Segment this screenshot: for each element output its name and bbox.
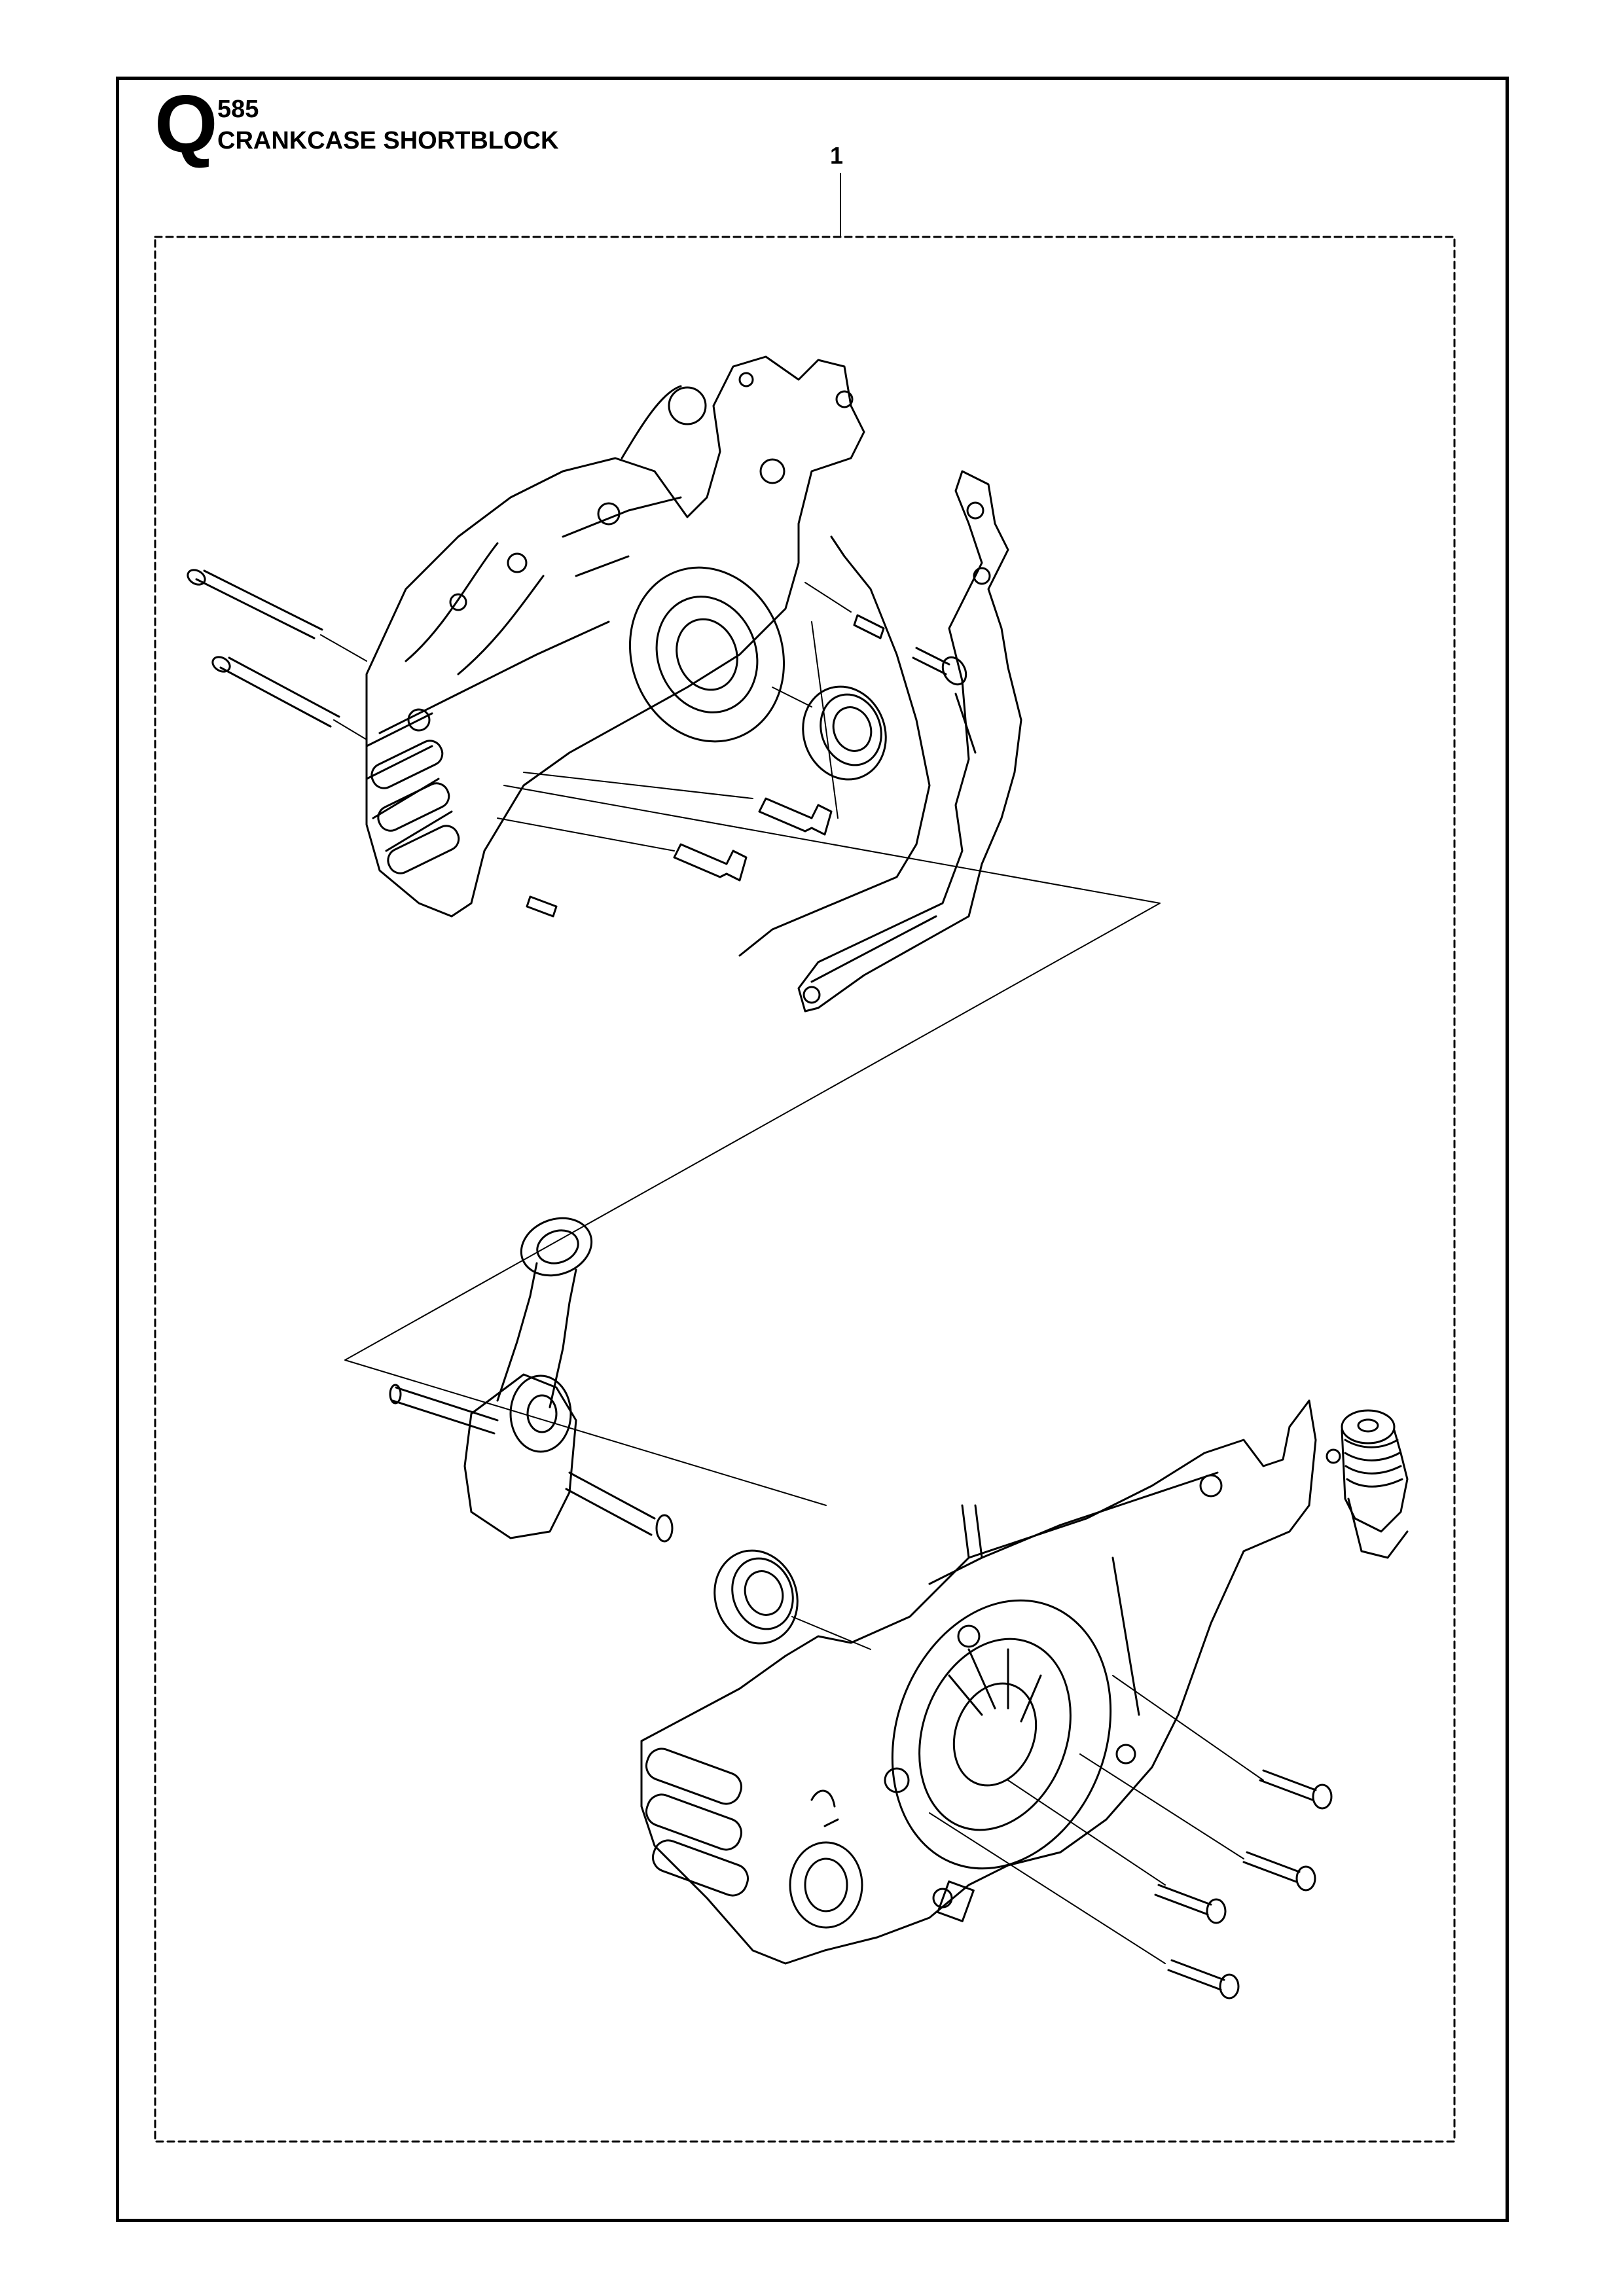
screw-icon <box>497 772 833 918</box>
screw-icon <box>929 1675 1333 2000</box>
oil-pump-icon <box>1326 1409 1409 1559</box>
callout-label: 1 <box>830 142 844 169</box>
ball-bearing-icon <box>713 1549 871 1650</box>
crankcase-half-flywheel-side-icon <box>640 1399 1317 1965</box>
section-letter: Q <box>154 79 218 170</box>
model-number: 585 <box>217 96 259 123</box>
screw-icon <box>804 582 967 686</box>
alignment-line <box>811 621 839 819</box>
crankcase-gasket-icon <box>738 470 1022 1013</box>
section-title: CRANKCASE SHORTBLOCK <box>217 127 559 154</box>
assembly-line <box>344 785 1161 1506</box>
crankcase-half-clutch-side-icon <box>365 355 865 918</box>
crankshaft-connecting-rod-icon <box>389 1217 674 1543</box>
drawing-frame <box>116 77 1509 2222</box>
ball-bearing-icon <box>772 685 887 781</box>
screw-icon <box>187 569 367 740</box>
kit-boundary-dashed <box>154 236 1456 2143</box>
